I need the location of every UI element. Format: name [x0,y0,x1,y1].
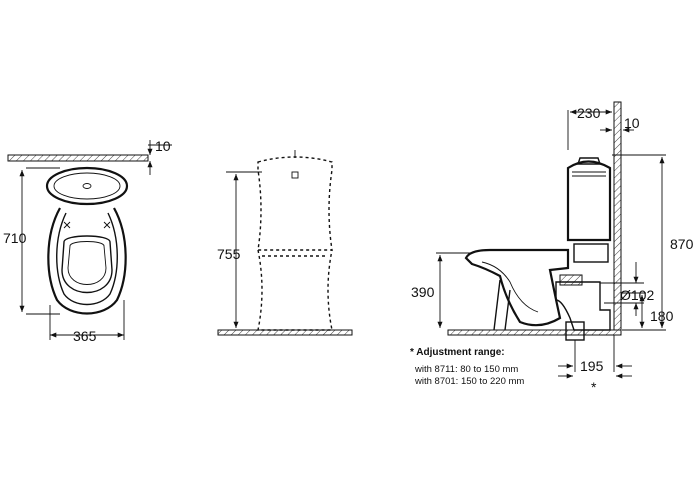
dim-390: 390 [411,284,435,300]
side-view-tank [566,160,612,242]
dim-180: 180 [650,308,674,324]
top-view-wall [7,154,149,162]
dim-710: 710 [3,230,27,246]
dim-10-top: 10 [155,138,171,154]
dim-195: 195 [580,358,604,374]
back-view-tank [257,156,333,251]
side-view-floor [447,329,622,336]
side-view-bowl [464,248,570,327]
back-view-button [291,171,299,179]
back-view: 755 [217,150,353,336]
back-view-floor [217,329,353,336]
note-title: * Adjustment range: [410,347,505,358]
back-view-bowl [257,249,333,331]
dim-10-side: 10 [624,115,640,131]
top-view-bowl [47,207,127,315]
dim-365: 365 [73,328,97,344]
dim-230: 230 [577,105,601,121]
side-view: 230 10 870 390 Ø102 180 195 * [411,101,694,395]
dim-diameter-102: Ø102 [620,287,654,303]
note-line-8711: with 8711: 80 to 150 mm [414,364,518,375]
dim-870: 870 [670,236,694,252]
side-view-outlet [555,281,611,331]
dim-755: 755 [217,246,241,262]
adjustment-note: * Adjustment range: with 8711: 80 to 150… [410,347,524,387]
note-line-8701: with 8701: 150 to 220 mm [414,376,524,387]
top-view: 710 365 10 [3,138,172,344]
top-view-tank [45,166,129,206]
top-view-seat [61,235,113,294]
dim-asterisk: * [591,379,597,395]
